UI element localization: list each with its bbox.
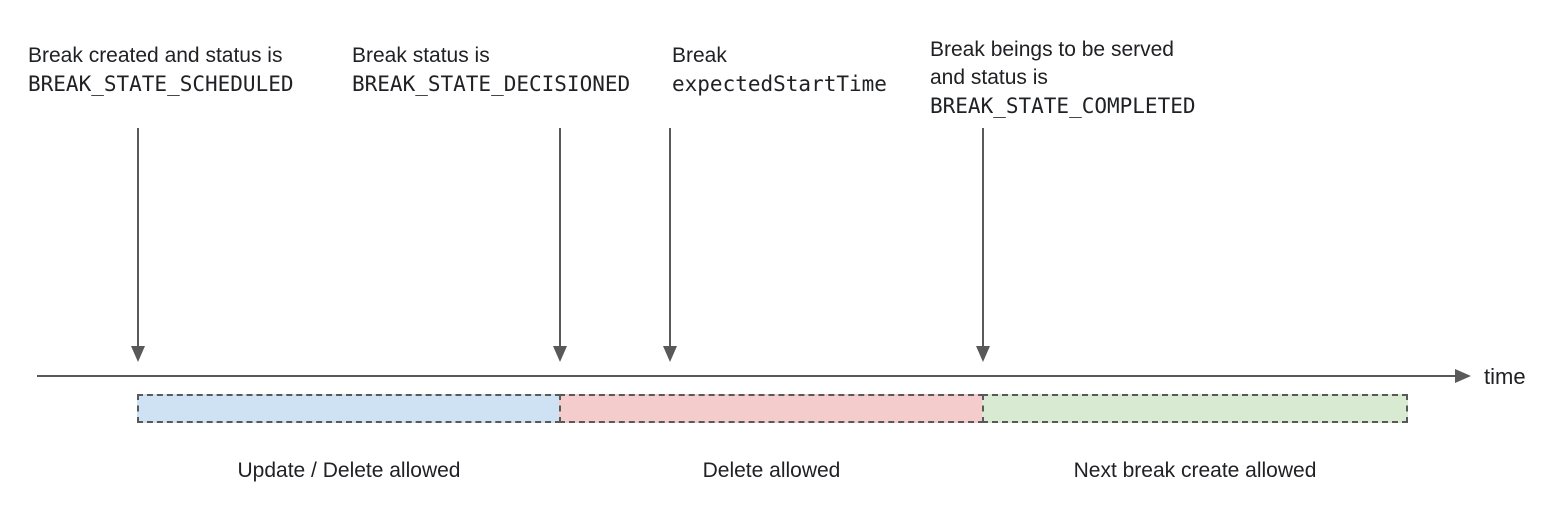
annotation-arrow-3 [663, 128, 677, 362]
segment-delete-allowed [559, 394, 984, 423]
annotation-text: Break [672, 44, 727, 67]
segment-label-next-break-create: Next break create allowed [1073, 459, 1317, 482]
annotation-arrow-4 [976, 128, 990, 362]
annotation-text: Break status is [352, 44, 490, 67]
segment-label-update-delete: Update / Delete allowed [237, 459, 461, 482]
annotation-code: expectedStartTime [672, 72, 887, 96]
down-arrowhead-icon [976, 346, 990, 362]
segment-next-break-create-allowed [982, 394, 1408, 423]
right-arrowhead-icon [1455, 369, 1471, 383]
annotation-arrow-1 [131, 128, 145, 362]
down-arrowhead-icon [131, 346, 145, 362]
annotation-text: Break created and status is [28, 44, 283, 67]
down-arrowhead-icon [553, 346, 567, 362]
time-axis-label: time [1484, 364, 1526, 389]
annotation-code: BREAK_STATE_DECISIONED [352, 72, 631, 96]
time-axis-line [37, 375, 1455, 377]
annotation-text: Break beings to be served [930, 38, 1174, 61]
annotation-break-completed: Break beings to be served and status is … [930, 36, 1196, 120]
annotation-code: BREAK_STATE_SCHEDULED [28, 72, 294, 96]
annotation-code: BREAK_STATE_COMPLETED [930, 94, 1196, 118]
annotation-text: and status is [930, 66, 1048, 89]
annotation-break-decisioned: Break status is BREAK_STATE_DECISIONED [352, 42, 630, 98]
segment-update-delete-allowed [137, 394, 561, 423]
annotation-arrow-2 [553, 128, 567, 362]
segment-label-delete: Delete allowed [702, 459, 841, 482]
down-arrowhead-icon [663, 346, 677, 362]
annotation-break-scheduled: Break created and status is BREAK_STATE_… [28, 42, 294, 98]
annotation-expected-start-time: Break expectedStartTime [672, 42, 887, 98]
